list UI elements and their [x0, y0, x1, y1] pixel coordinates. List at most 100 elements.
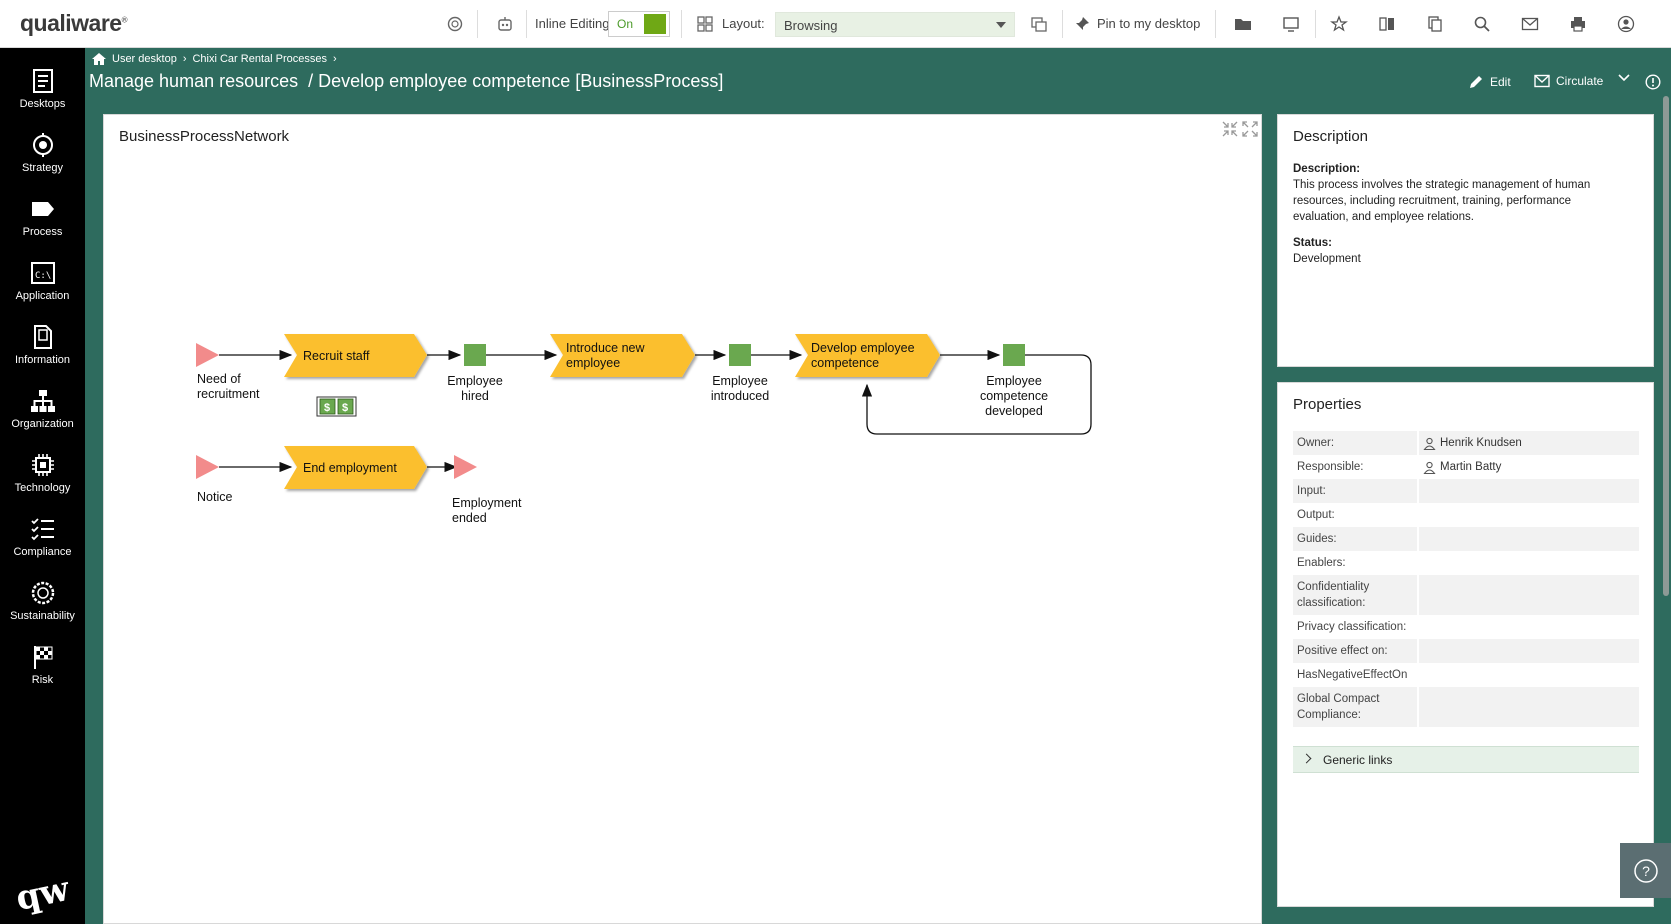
property-label: Privacy classification:: [1297, 621, 1407, 633]
nav-item-information[interactable]: Information: [0, 316, 85, 376]
nav-item-compliance[interactable]: Compliance: [0, 508, 85, 568]
nav-label: Information: [14, 354, 71, 366]
property-label: Confidentiality classification:: [1293, 575, 1417, 615]
nav-label: Technology: [14, 482, 71, 494]
property-value[interactable]: Henrik Knudsen: [1419, 431, 1639, 455]
star-icon[interactable]: [1327, 12, 1351, 36]
risk-icon: [33, 646, 52, 669]
collapse-expand-controls[interactable]: [1221, 120, 1259, 138]
svg-text:$: $: [342, 402, 348, 414]
toggle-state: On: [617, 17, 634, 31]
state-employee-introduced: [729, 344, 751, 366]
nav-item-desktops[interactable]: Desktops: [0, 60, 85, 120]
nav-item-process[interactable]: Process: [0, 188, 85, 248]
svg-text:C:\: C:\: [35, 271, 51, 281]
layout-grid-icon: [693, 12, 717, 36]
help-button[interactable]: ?: [1620, 843, 1671, 898]
info-icon: [1645, 74, 1661, 90]
circulate-label: Circulate: [1556, 74, 1604, 88]
breadcrumb-item-processes[interactable]: Chixi Car Rental Processes: [192, 53, 327, 65]
properties-title: Properties: [1293, 396, 1362, 413]
edit-button[interactable]: Edit: [1468, 74, 1511, 90]
page-scrollbar[interactable]: [1663, 96, 1669, 596]
strategy-icon: [32, 133, 53, 157]
nav-item-application[interactable]: C:\ Application: [0, 252, 85, 312]
desktops-icon: [32, 69, 53, 93]
event-need-of-recruitment: [196, 343, 219, 367]
app-logo[interactable]: qualiware®: [20, 10, 128, 36]
description-title: Description: [1293, 128, 1369, 145]
folder-icon[interactable]: [1231, 12, 1255, 36]
monitor-icon[interactable]: [1279, 12, 1303, 36]
compare-icon[interactable]: [1375, 12, 1399, 36]
property-label: Global Compact Compliance:: [1293, 687, 1417, 727]
description-panel: Description Description: This process in…: [1277, 114, 1654, 367]
property-row: Enablers:: [1293, 551, 1639, 575]
inline-editing-toggle[interactable]: On: [608, 11, 670, 37]
openai-icon[interactable]: [443, 12, 467, 36]
process-recruit-staff: [284, 334, 427, 377]
user-account-icon[interactable]: [1614, 12, 1638, 36]
mail-icon[interactable]: [1518, 12, 1542, 36]
expand-icon: [1242, 121, 1258, 137]
nav-item-strategy[interactable]: Strategy: [0, 124, 85, 184]
mail-icon: [1534, 74, 1550, 88]
person-icon: [1423, 461, 1436, 474]
pin-icon[interactable]: [1070, 12, 1094, 36]
layout-select[interactable]: Browsing: [775, 12, 1015, 37]
nav-item-sustainability[interactable]: Sustainability: [0, 572, 85, 632]
property-value: [1419, 503, 1639, 527]
pin-to-desktop-button[interactable]: Pin to my desktop: [1097, 16, 1201, 31]
left-navigation: Desktops Strategy Process C:\ Applicatio…: [0, 48, 85, 924]
property-label: Guides:: [1293, 527, 1417, 551]
home-icon[interactable]: [92, 53, 106, 65]
info-button[interactable]: [1645, 74, 1661, 90]
property-value: [1419, 663, 1639, 687]
windows-icon[interactable]: [1027, 12, 1051, 36]
compliance-icon: [30, 518, 54, 541]
help-icon: ?: [1633, 858, 1658, 883]
edit-label: Edit: [1490, 75, 1511, 89]
print-icon[interactable]: [1566, 12, 1590, 36]
breadcrumb-separator: ›: [182, 53, 187, 65]
state-employee-hired: [464, 344, 486, 366]
generic-links-toggle[interactable]: Generic links: [1293, 746, 1639, 773]
label-recruit-staff: Recruit staff: [303, 349, 370, 363]
diagram-panel: BusinessProcessNetwork $ $: [103, 114, 1262, 924]
nav-label: Process: [22, 226, 63, 238]
property-value: [1419, 687, 1639, 727]
sustainability-icon: [31, 581, 54, 605]
status-value: Development: [1293, 253, 1361, 265]
property-row: Owner:Henrik Knudsen: [1293, 431, 1639, 455]
process-introduce-new-employee: [550, 334, 695, 377]
generic-links-label: Generic links: [1323, 753, 1393, 767]
search-icon[interactable]: [1470, 12, 1494, 36]
nav-label: Desktops: [19, 98, 66, 110]
more-actions-button[interactable]: [1618, 74, 1630, 82]
circulate-button[interactable]: Circulate: [1534, 74, 1603, 88]
property-row: Confidentiality classification:: [1293, 575, 1639, 615]
nav-item-organization[interactable]: Organization: [0, 380, 85, 440]
robot-icon[interactable]: [493, 12, 517, 36]
information-icon: [33, 325, 52, 349]
property-value: [1419, 551, 1639, 575]
top-bar: qualiware® Inline Editing: On Layout: Br…: [0, 0, 1671, 48]
property-row: Output:: [1293, 503, 1639, 527]
nav-item-technology[interactable]: Technology: [0, 444, 85, 504]
property-value: [1419, 575, 1639, 615]
description-label: Description:: [1293, 163, 1361, 175]
property-value[interactable]: Martin Batty: [1419, 455, 1639, 479]
property-label: HasNegativeEffectOn: [1297, 669, 1408, 681]
copy-icon[interactable]: [1423, 12, 1447, 36]
nav-item-risk[interactable]: Risk: [0, 636, 85, 696]
event-notice: [196, 455, 219, 479]
property-row: Responsible:Martin Batty: [1293, 455, 1639, 479]
property-label: Positive effect on:: [1293, 639, 1417, 663]
layout-select-value: Browsing: [784, 18, 838, 33]
breadcrumb-item-user-desktop[interactable]: User desktop: [112, 53, 177, 65]
